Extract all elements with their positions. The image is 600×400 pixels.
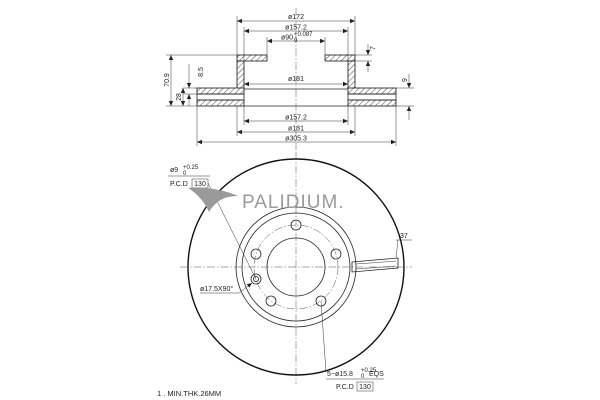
hat-wall-right bbox=[347, 60, 356, 90]
callout-wheel-holes-suffix: EQS bbox=[369, 371, 384, 378]
hat-outer-edge bbox=[241, 212, 351, 322]
hat-wall-left bbox=[236, 60, 245, 90]
callout-wheel-holes-tol-upper: +0.25 bbox=[361, 368, 377, 374]
wheel-hole-2 bbox=[330, 248, 342, 260]
vent-gap-right bbox=[347, 93, 397, 101]
callout-bolt-pcd-label: P.C.D bbox=[170, 181, 188, 188]
ring-plate-upper-left bbox=[196, 87, 245, 95]
callout-bolt-pcd-value: 130 bbox=[194, 181, 206, 188]
dim-d157-2-bottom: ø157.2 bbox=[285, 115, 307, 122]
dim-d90-tol-lower: 0 bbox=[294, 38, 298, 44]
brand-name: PALIDIUM. bbox=[242, 192, 345, 213]
callout-chamfer: ø17.5X90° bbox=[200, 285, 233, 293]
locating-hole bbox=[250, 273, 262, 285]
dim-d90: ø90 bbox=[281, 35, 293, 42]
callout-bolt-hole-tol-lower: 0 bbox=[183, 171, 187, 177]
section-view: ø172 ø157.2 ø90 +0.087 0 7 ø181 9 70.9 8 bbox=[164, 8, 414, 150]
dim-h28: 28 bbox=[176, 93, 183, 101]
dim-d90-tol-upper: +0.087 bbox=[294, 32, 313, 38]
wear-groove bbox=[351, 257, 399, 273]
wheel-hole-1 bbox=[290, 219, 302, 231]
wheel-bolt-holes bbox=[250, 219, 342, 307]
callout-wheel-holes-prefix: 5−ø15.8 bbox=[327, 371, 353, 378]
hat-top-left bbox=[236, 54, 268, 62]
dim-h7: 7 bbox=[370, 46, 377, 50]
dim-d181-bottom: ø181 bbox=[288, 126, 304, 133]
dim-d172: ø172 bbox=[288, 14, 304, 21]
dim-h70-9: 70.9 bbox=[164, 73, 171, 87]
bolt-pcd-circle bbox=[253, 224, 339, 310]
ring-plate-upper-right bbox=[347, 87, 397, 95]
disc-section-profile bbox=[196, 54, 397, 107]
center-bore bbox=[266, 237, 326, 297]
callout-wheel-pcd-value: 130 bbox=[359, 384, 371, 391]
disc-outer-edge bbox=[187, 158, 405, 376]
callout-bolt-hole: ø9 bbox=[170, 167, 178, 174]
vent-gap-left bbox=[196, 93, 245, 101]
dim-h8-5: 8.5 bbox=[198, 67, 205, 77]
callout-bolt-hole-tol-upper: +0.25 bbox=[183, 165, 199, 171]
hat-top-right bbox=[324, 54, 356, 62]
dim-d157-2-top: ø157.2 bbox=[285, 25, 307, 32]
wheel-hole-4 bbox=[265, 295, 277, 307]
dim-h9: 9 bbox=[402, 78, 409, 82]
ring-plate-lower-right bbox=[347, 99, 397, 107]
brand-logo: PALIDIUM. bbox=[188, 187, 345, 213]
friction-inner-edge bbox=[235, 206, 357, 328]
wheel-hole-5 bbox=[250, 248, 262, 260]
brand-swoosh-icon bbox=[188, 187, 238, 212]
front-view: ø9 +0.25 0 P.C.D 130 ø17.5X90° 37 5−ø15.… bbox=[168, 152, 412, 392]
dim-d181-mid: ø181 bbox=[288, 76, 304, 83]
callout-wheel-pcd-label: P.C.D bbox=[336, 384, 354, 391]
callout-wheel-leader bbox=[320, 300, 327, 373]
dim-d305-3: ø305.3 bbox=[285, 136, 307, 143]
note-min-thickness: 1 . MIN.THK.26MM bbox=[157, 389, 221, 398]
callout-vane-dim: 37 bbox=[400, 233, 408, 240]
wheel-hole-3 bbox=[315, 295, 327, 307]
ring-plate-lower-left bbox=[196, 99, 245, 107]
callout-wheel-holes-tol-lower: 0 bbox=[361, 374, 365, 380]
